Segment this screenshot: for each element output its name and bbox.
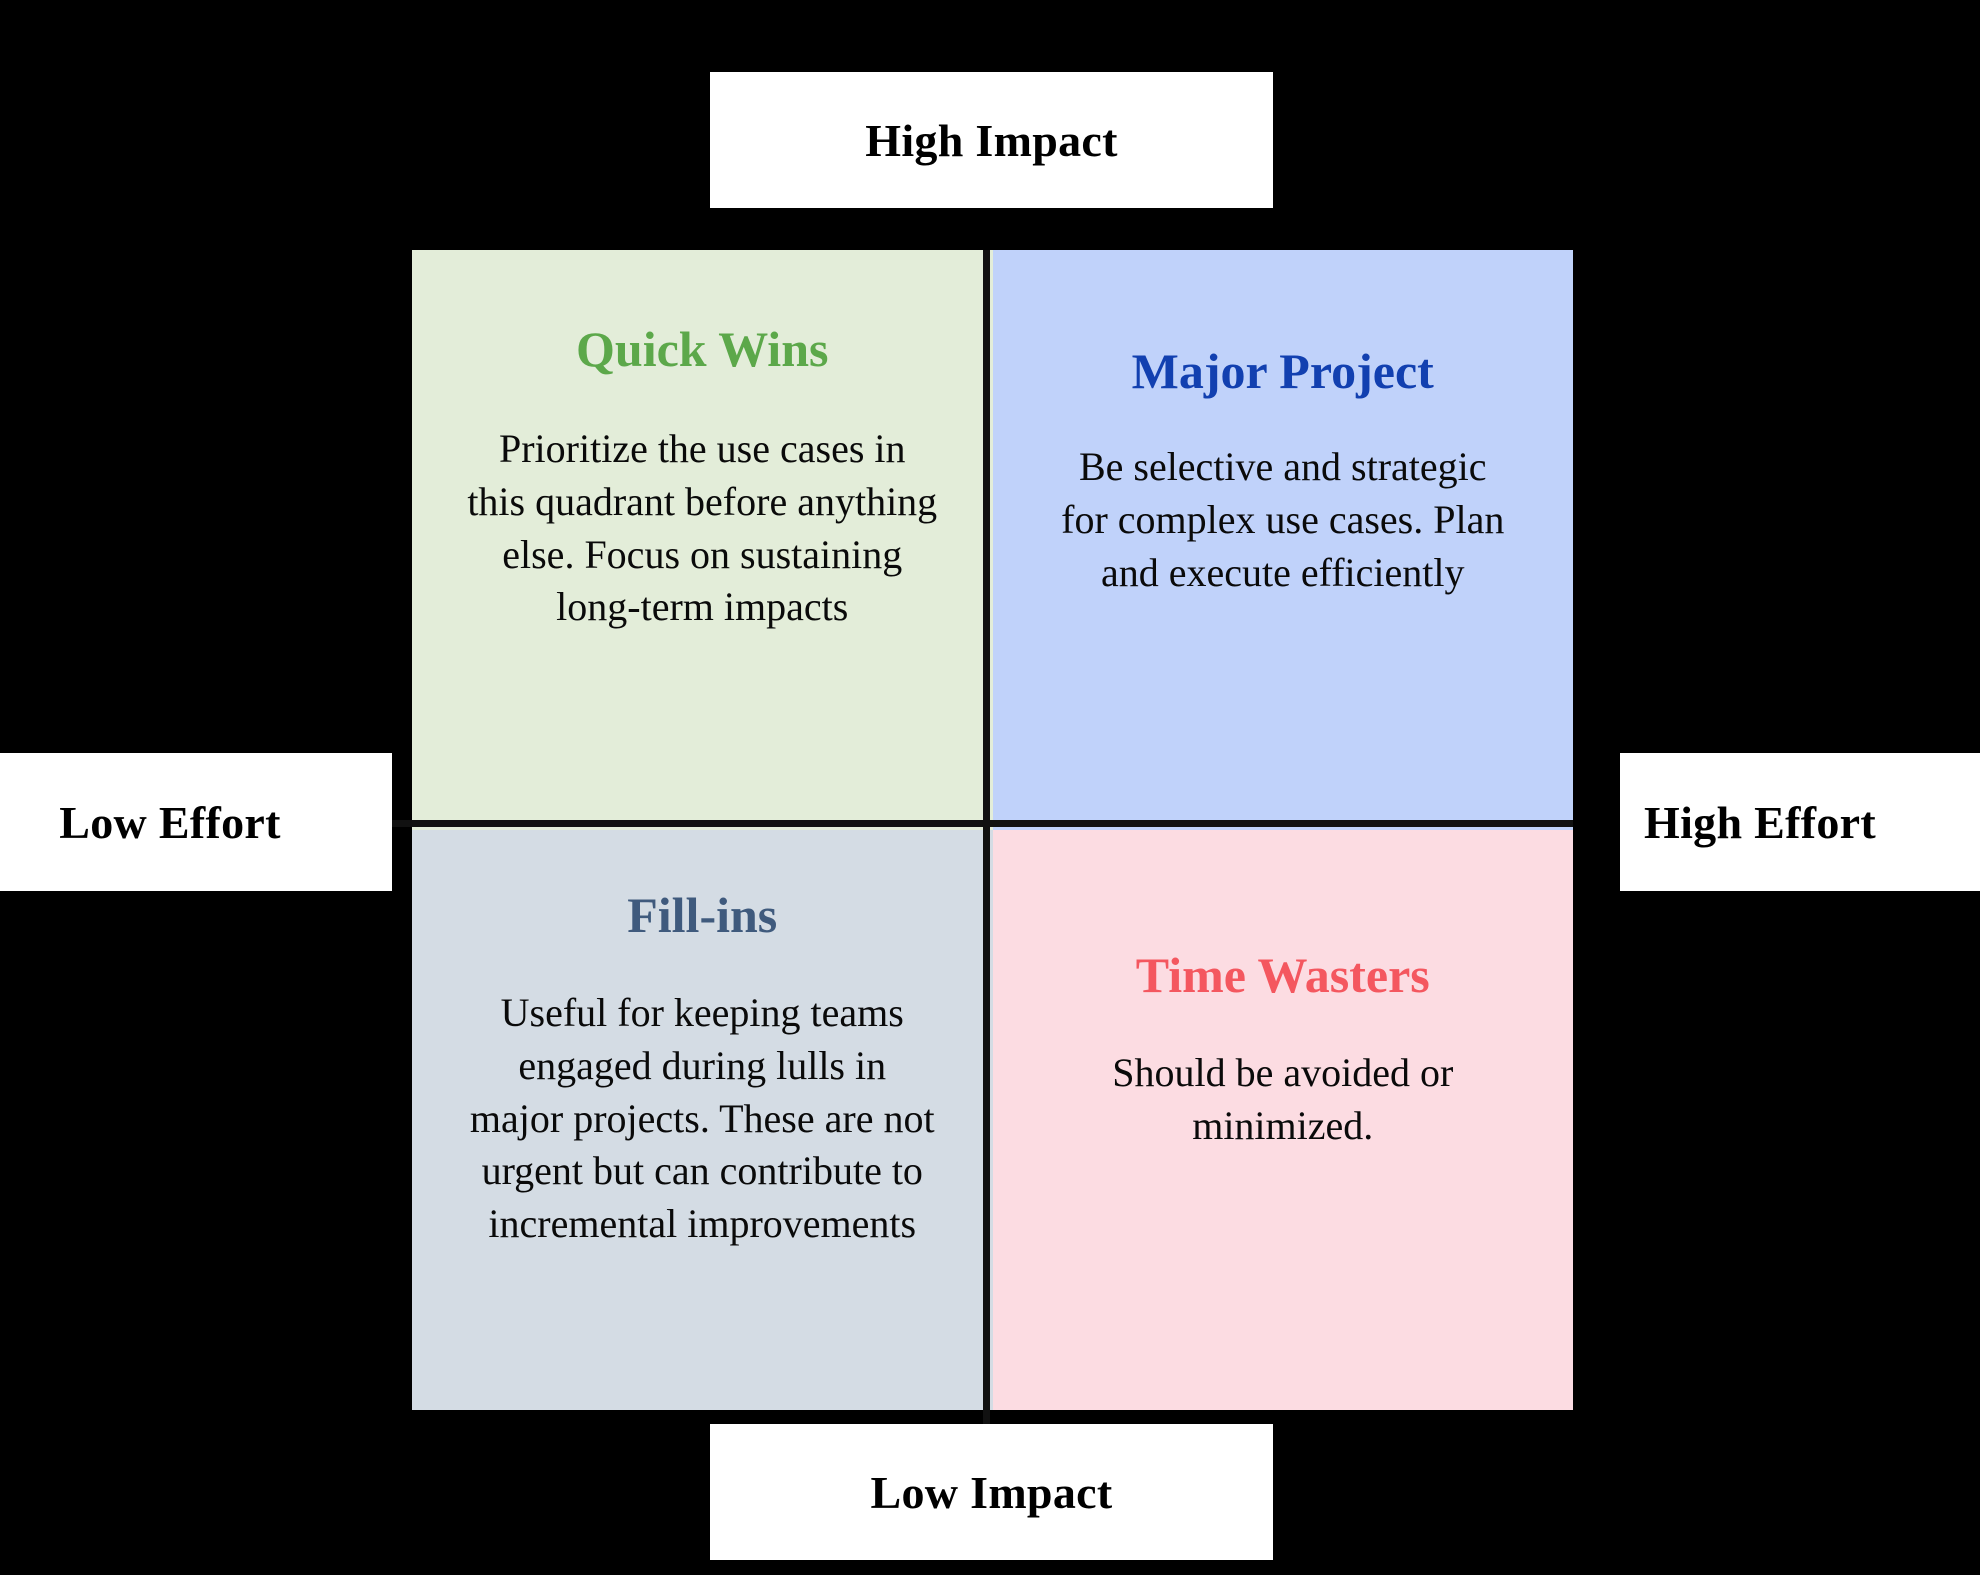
quadrant-major-project-description: Be selective and strategic for complex u… [1061, 444, 1505, 595]
quadrant-time-wasters-title: Time Wasters [1135, 947, 1430, 1003]
axis-label-low-effort: Low Effort [0, 753, 392, 891]
quadrant-fill-ins-title: Fill-ins [627, 887, 778, 943]
impact-effort-matrix: Quick Wins Prioritize the use cases in t… [412, 250, 1573, 1410]
quadrant-time-wasters[interactable]: Time Wasters Should be avoided or minimi… [992, 830, 1573, 1410]
horizontal-axis-line [412, 820, 1573, 827]
quadrant-major-project[interactable]: Major Project Be selective and strategic… [992, 250, 1573, 830]
vertical-axis-line [983, 250, 990, 1410]
down-arrow-stem [983, 1405, 990, 1441]
quadrant-major-project-title: Major Project [1131, 343, 1434, 399]
quadrant-quick-wins-description: Prioritize the use cases in this quadran… [467, 426, 938, 630]
quadrant-fill-ins-description: Useful for keeping teams engaged during … [469, 990, 935, 1247]
quadrant-time-wasters-description: Should be avoided or minimized. [1112, 1050, 1454, 1148]
quadrant-fill-ins[interactable]: Fill-ins Useful for keeping teams engage… [412, 830, 993, 1410]
axis-label-high-effort: High Effort [1620, 753, 1980, 891]
quadrant-quick-wins-title: Quick Wins [576, 321, 829, 377]
axis-label-low-impact: Low Impact [710, 1424, 1273, 1560]
quadrant-quick-wins[interactable]: Quick Wins Prioritize the use cases in t… [412, 250, 993, 830]
left-arrow-stem [385, 820, 415, 827]
axis-label-high-impact: High Impact [710, 72, 1273, 208]
